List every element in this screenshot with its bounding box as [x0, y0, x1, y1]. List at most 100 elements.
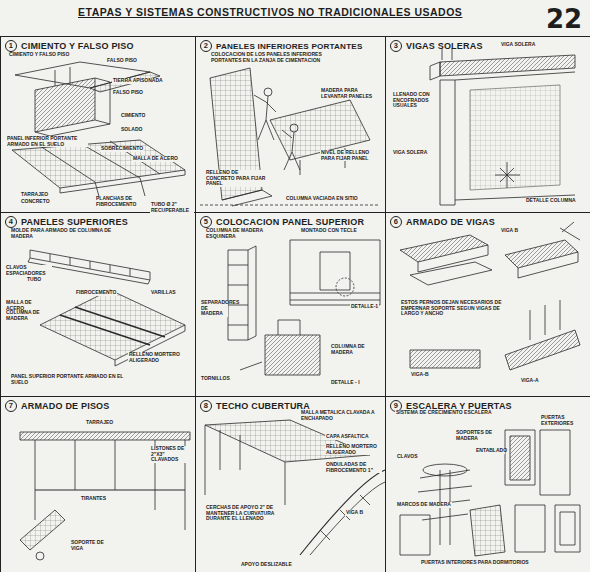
sketch-stroke [278, 320, 300, 335]
sketch-stroke [205, 420, 370, 462]
callout-label: SOPORTES DE MADERA [455, 430, 502, 441]
callout-label: MARCOS DE MADERA [396, 502, 452, 508]
sketch-stroke [265, 335, 320, 375]
sketch-stroke [495, 162, 520, 188]
sketch-stroke [555, 505, 580, 552]
panel-heading: 5 COLOCACION PANEL SUPERIOR [196, 213, 385, 228]
callout-label: COLUMNA DE MADERA ESQUINERA [205, 228, 282, 239]
callout-label: MONTADO CON TECLE [300, 228, 358, 234]
sketch-stroke [505, 330, 580, 370]
sketch-stroke [12, 140, 185, 188]
callout-label: CERCHAS DE APOYO 2" DE MANTENER LA CURVA… [205, 505, 287, 522]
panel-heading: 3 VIGAS SOLERAS [386, 37, 590, 52]
callout-label: PANEL SUPERIOR PORTANTE ARMADO EN EL SUE… [10, 374, 132, 385]
sketch-stroke [20, 432, 190, 440]
sketch-stroke [410, 262, 492, 285]
panel-heading: 6ARMADO DE VIGAS [386, 213, 590, 228]
sketch-stroke [222, 190, 272, 206]
sketch-stroke [36, 552, 44, 560]
sketch-stroke [470, 85, 560, 190]
callout-label: COLUMNA DE MADERA [330, 344, 382, 355]
sketch-stroke [320, 495, 370, 540]
callout-label: RELLENO DE CONCRETO PARA FIJAR PANEL [205, 170, 267, 187]
sketch-stroke [430, 62, 440, 80]
sketch-stroke [200, 205, 380, 206]
callout-label: ENTABLADO [475, 448, 505, 454]
step-number: 3 [390, 40, 402, 52]
callout-label: FALSO PISO [112, 90, 144, 96]
sketch-stroke [518, 252, 578, 278]
callout-label: CIMIENTO [120, 113, 146, 119]
sketch-stroke [560, 512, 575, 545]
sketch-stroke [300, 470, 385, 555]
sketch-stroke [400, 515, 430, 555]
sketch-stroke [60, 307, 165, 345]
sketch-stroke [240, 362, 262, 370]
callout-label: CIMIENTO Y FALSO PISO [8, 52, 70, 58]
sketch-stroke [510, 436, 530, 480]
sketch-stroke [282, 130, 300, 170]
callout-label: VIGA SOLERA [500, 42, 536, 48]
callout-label: FALSO PISO [106, 58, 138, 64]
callout-label: CLAVOS ESPACIADORES [5, 265, 52, 276]
callout-label: CLAVOS [396, 454, 418, 460]
sketch-stroke [410, 350, 480, 368]
step-title: ARMADO DE PISOS [21, 401, 110, 411]
sketch-stroke [440, 80, 455, 205]
callout-label: NIVEL DE RELLENO PARA FIJAR PANEL [320, 150, 380, 161]
step-number: 4 [5, 216, 17, 228]
sketch-stroke [336, 278, 354, 296]
callout-label: LISTONES DE 2"X3" CLAVADOS [150, 446, 190, 463]
sheet-title: ETAPAS Y SISTEMAS CONSTRUCTIVOS NO TRADI… [78, 6, 462, 18]
callout-label: COLOCACION DE LOS PANELES INFERIORES POR… [210, 52, 352, 63]
sketch-stroke [60, 170, 185, 193]
callout-label: TUBO [26, 277, 42, 283]
callout-label: CONCRETO [20, 199, 51, 205]
callout-label: RELLENO MORTERO ALIGERADO [325, 444, 382, 455]
sketch-stroke [115, 325, 185, 366]
sketch-stroke [505, 240, 578, 268]
callout-label: RELLENO MORTERO ALIGERADO [128, 352, 185, 363]
panel-heading: 1 CIMIENTO Y FALSO PISO [1, 37, 195, 52]
stage-panel: 1CIMIENTO Y FALSO PISO [0, 36, 196, 213]
callout-label: TARRAJEO [20, 192, 49, 198]
callout-label: LLENADO CON ENCOFRADOS USUALES [392, 92, 434, 109]
step-title: CIMIENTO Y FALSO PISO [21, 41, 134, 51]
callout-label: SISTEMA DE CRECIMIENTO ESCALERA [395, 410, 493, 416]
callout-label: ONDULADAS DE FIBROCEMENTO 1" [325, 462, 382, 473]
sketch-stroke [254, 95, 276, 140]
callout-label: DETALLE-1 [350, 304, 379, 310]
callout-label: SOLADO [120, 127, 143, 133]
sketch-stroke [540, 430, 570, 495]
stage-panel: 3 VIGAS SOLERAS [385, 36, 590, 213]
sketch-stroke [228, 265, 248, 325]
step-number: 1 [5, 40, 17, 52]
step-title: VIGAS SOLERAS [406, 41, 483, 51]
sketch-stroke [35, 78, 95, 132]
step-title: PANELES SUPERIORES [21, 217, 128, 227]
callout-label: COLUMNA DE MADERA [5, 310, 47, 321]
step-number: 7 [5, 400, 17, 412]
callout-label: FIBROCEMENTO [75, 290, 117, 296]
sketch-stroke [440, 55, 575, 76]
panel-heading: 7 ARMADO DE PISOS [1, 397, 195, 412]
callout-label: VIGA B [345, 510, 364, 516]
step-title: COLOCACION PANEL SUPERIOR [216, 217, 364, 227]
step-number: 5 [200, 216, 212, 228]
callout-label: TIRANTES [80, 496, 107, 502]
page-number: 22 [545, 6, 583, 32]
sketch-stroke [228, 250, 248, 340]
callout-label: SEPARADORES DE MADERA [200, 300, 228, 317]
callout-label: TIERRA APISONADA [112, 78, 164, 84]
sketch-stroke [290, 240, 380, 305]
sketch-stroke [248, 246, 256, 340]
callout-label: SOPORTE DE VIGA [70, 540, 112, 551]
callout-label: VIGA SOLERA [392, 150, 428, 156]
callout-label: APOYO DESLIZABLE [240, 562, 293, 568]
callout-label: CAPA ASFALTICA [325, 434, 370, 440]
sketch-stroke [423, 464, 467, 476]
callout-label: PUERTAS EXTERIORES [540, 415, 584, 426]
sketch-stroke [35, 489, 185, 490]
